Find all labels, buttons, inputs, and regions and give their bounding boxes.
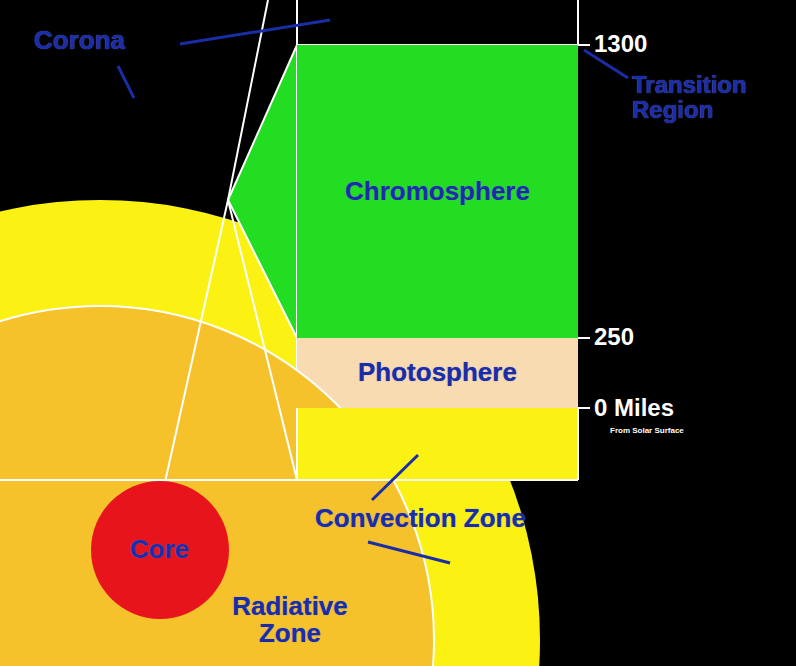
region-label: Convection Zone — [315, 505, 526, 532]
radiative-disc — [0, 305, 435, 666]
radiative-zone-circle: Radiative Zone Core — [0, 305, 435, 666]
height-label: 0 Miles — [594, 395, 674, 420]
height-note: From Solar Surface — [610, 427, 684, 435]
photosphere-band: Photosphere — [297, 338, 578, 408]
height-number: 1300 — [594, 31, 647, 56]
region-label: Transition Region — [632, 72, 782, 122]
region-name: Chromosphere — [345, 178, 530, 205]
region-name: Radiative Zone — [215, 593, 365, 648]
region-name: Core — [130, 536, 189, 563]
region-label: Corona — [34, 27, 125, 54]
height-number: 250 — [594, 324, 634, 349]
region-name: Photosphere — [358, 359, 517, 386]
core-circle: Core — [90, 480, 230, 620]
chromosphere-band: Chromosphere — [297, 45, 578, 338]
